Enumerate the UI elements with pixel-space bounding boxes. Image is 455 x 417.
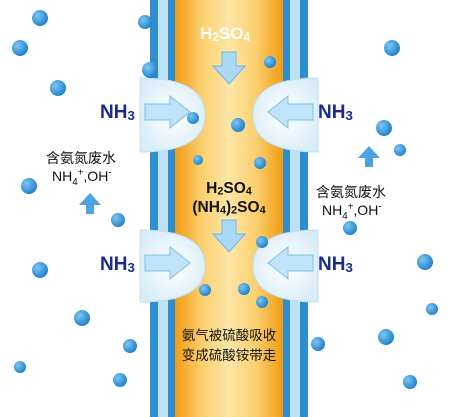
molecule-dot-icon bbox=[21, 178, 37, 194]
down-arrow-icon bbox=[211, 219, 247, 253]
molecule-dot-icon bbox=[256, 296, 268, 308]
molecule-dot-icon bbox=[254, 157, 266, 169]
molecule-dot-icon bbox=[14, 361, 26, 373]
molecule-dot-icon bbox=[376, 120, 392, 136]
top-acid-label: H2SO4 bbox=[200, 24, 251, 44]
nh3-label-right-top: NH3 bbox=[318, 102, 353, 123]
left-arrow-icon bbox=[267, 245, 314, 281]
wastewater-ions-left: NH4+,OH- bbox=[52, 167, 112, 188]
molecule-dot-icon bbox=[311, 337, 325, 351]
molecule-dot-icon bbox=[378, 329, 394, 345]
wastewater-ions-right: NH4+,OH- bbox=[322, 201, 382, 222]
nh3-label-right-bottom: NH3 bbox=[318, 254, 353, 275]
wastewater-label-left: 含氨氮废水 bbox=[46, 151, 116, 167]
molecule-dot-icon bbox=[264, 56, 276, 68]
molecule-dot-icon bbox=[199, 284, 211, 296]
right-membrane-wall bbox=[283, 0, 308, 417]
wastewater-label-right: 含氨氮废水 bbox=[316, 185, 386, 201]
left-membrane-wall bbox=[150, 0, 175, 417]
molecule-dot-icon bbox=[32, 10, 48, 26]
molecule-dot-icon bbox=[394, 144, 406, 156]
molecule-dot-icon bbox=[238, 283, 250, 295]
molecule-dot-icon bbox=[32, 262, 48, 278]
molecule-dot-icon bbox=[426, 303, 438, 315]
channel-product-label: (NH4)2SO4 bbox=[192, 199, 266, 217]
molecule-dot-icon bbox=[111, 213, 125, 227]
molecule-dot-icon bbox=[74, 310, 90, 326]
description-line-2: 变成硫酸铵带走 bbox=[181, 348, 277, 364]
right-arrow-icon bbox=[144, 245, 191, 281]
nh3-label-left-top: NH3 bbox=[100, 102, 135, 123]
molecule-dot-icon bbox=[193, 155, 203, 165]
channel-acid-label: H2SO4 bbox=[206, 180, 252, 198]
molecule-dot-icon bbox=[231, 118, 245, 132]
molecule-dot-icon bbox=[50, 80, 66, 96]
molecule-dot-icon bbox=[343, 221, 357, 235]
down-arrow-icon bbox=[211, 51, 247, 85]
molecule-dot-icon bbox=[113, 373, 127, 387]
molecule-dot-icon bbox=[138, 15, 152, 29]
nh3-label-left-bottom: NH3 bbox=[100, 254, 135, 275]
molecule-dot-icon bbox=[417, 254, 433, 270]
description-line-1: 氨气被硫酸吸收 bbox=[181, 328, 277, 344]
molecule-dot-icon bbox=[187, 112, 199, 124]
channel-description: 氨气被硫酸吸收 变成硫酸铵带走 bbox=[175, 326, 283, 366]
up-arrow-icon bbox=[358, 146, 380, 167]
molecule-dot-icon bbox=[12, 40, 28, 56]
right-arrow-icon bbox=[144, 94, 191, 130]
molecule-dots bbox=[12, 10, 438, 389]
left-arrow-icon bbox=[267, 94, 314, 130]
molecule-dot-icon bbox=[384, 40, 400, 56]
molecule-dot-icon bbox=[403, 375, 417, 389]
molecule-dot-icon bbox=[123, 339, 137, 353]
molecule-dot-icon bbox=[142, 62, 158, 78]
molecule-dot-icon bbox=[256, 236, 268, 248]
up-arrow-icon bbox=[79, 193, 101, 214]
